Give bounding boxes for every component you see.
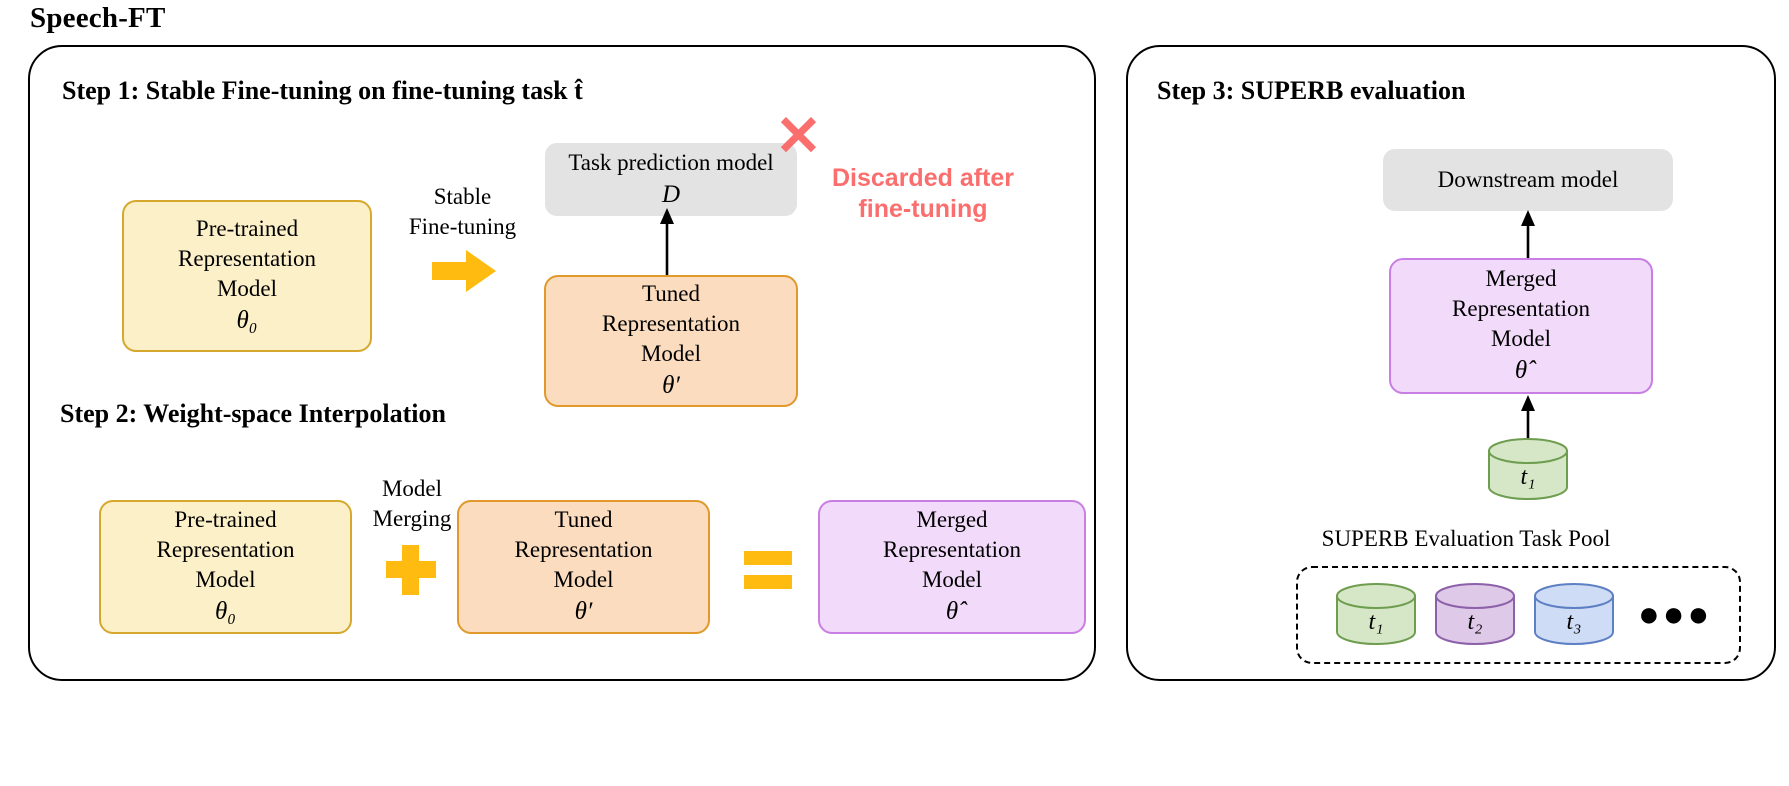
plus-operator-icon — [386, 545, 436, 595]
cylinder-label: t₁ — [1368, 609, 1384, 635]
box-line: Task prediction model — [568, 149, 774, 175]
discarded-after-finetuning-note: Discarded after fine-tuning — [831, 164, 1015, 223]
model-merging-label: Model Merging — [372, 476, 452, 531]
box-line: Merged — [916, 507, 988, 533]
box-symbol: θ′ — [574, 598, 593, 626]
cylinder-shape-icon — [1534, 583, 1614, 645]
box-line: Model — [921, 567, 983, 593]
box-symbol: θ₀ — [236, 307, 258, 335]
arrow-merged-to-downstream-icon — [1521, 210, 1535, 262]
box-line: Model — [1490, 326, 1552, 352]
step3-merged-model-box: Merged Representation Model θ̂ — [1389, 258, 1653, 394]
selected-task-cylinder: t₁ — [1487, 438, 1569, 500]
box-line: Merged — [1485, 266, 1557, 292]
discard-cross-icon: ✕ — [775, 104, 822, 167]
step3-title: Step 3: SUPERB evaluation — [1157, 76, 1466, 105]
cylinder-shape-icon — [1336, 583, 1416, 645]
box-line: Pre-trained — [195, 216, 299, 242]
step1-tuned-model-box: Tuned Representation Model θ′ — [544, 275, 798, 407]
task-prediction-model-box: Task prediction model D — [545, 143, 797, 216]
superb-task-pool-box — [1296, 566, 1741, 664]
pool-task-cylinder-1: t₁ — [1335, 583, 1417, 645]
box-line: Representation — [156, 537, 295, 563]
box-line: Model — [553, 567, 614, 593]
box-line: Representation — [883, 537, 1021, 563]
step1-title: Step 1: Stable Fine-tuning on fine-tunin… — [62, 76, 583, 105]
downstream-model-box: Downstream model — [1383, 149, 1673, 211]
step1-pretrained-model-box: Pre-trained Representation Model θ₀ — [122, 200, 372, 352]
pool-more-ellipsis-icon: ●●● — [1638, 593, 1713, 634]
box-line: Tuned — [642, 281, 700, 307]
cylinder-shape-icon — [1488, 438, 1568, 500]
pool-task-cylinder-3: t₃ — [1533, 583, 1615, 645]
box-line: Representation — [1452, 296, 1590, 322]
step2-pretrained-model-box: Pre-trained Representation Model θ₀ — [99, 500, 352, 634]
arrow-tuned-to-prediction-icon — [660, 208, 674, 278]
box-line: Representation — [602, 311, 740, 337]
box-symbol: θ̂ — [1514, 357, 1528, 385]
thick-right-arrow-icon — [432, 250, 496, 292]
step2-title: Step 2: Weight-space Interpolation — [60, 399, 446, 428]
superb-task-pool-label: SUPERB Evaluation Task Pool — [1321, 526, 1611, 551]
step2-merged-model-box: Merged Representation Model θ̂ — [818, 500, 1086, 634]
box-line: Tuned — [554, 507, 613, 533]
box-line: Representation — [514, 537, 653, 563]
arrow-task-to-merged-icon — [1521, 395, 1535, 443]
cylinder-label: t₃ — [1566, 609, 1582, 635]
box-symbol: θ̂ — [945, 598, 959, 626]
figure-title: Speech-FT — [30, 2, 166, 34]
box-symbol: θ₀ — [215, 598, 236, 626]
cylinder-shape-icon — [1435, 583, 1515, 645]
cylinder-label: t₁ — [1520, 464, 1536, 490]
box-symbol: D — [661, 180, 681, 208]
cylinder-label: t₂ — [1467, 609, 1483, 635]
box-line: Model — [640, 341, 702, 367]
stable-finetuning-label: Stable Fine-tuning — [408, 184, 517, 239]
pool-task-cylinder-2: t₂ — [1434, 583, 1516, 645]
box-line: Model — [216, 276, 278, 302]
box-symbol: θ′ — [662, 372, 680, 400]
box-line: Pre-trained — [174, 507, 277, 533]
box-line: Representation — [178, 246, 316, 272]
step2-tuned-model-box: Tuned Representation Model θ′ — [457, 500, 710, 634]
box-line: Downstream model — [1437, 167, 1619, 193]
box-line: Model — [195, 567, 256, 593]
equals-operator-icon — [744, 551, 792, 589]
